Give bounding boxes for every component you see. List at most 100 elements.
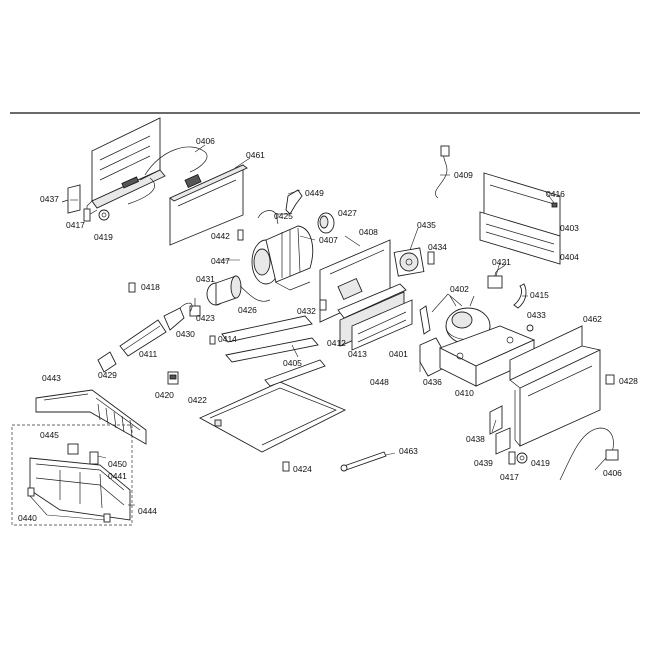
tray-strip-0405 — [221, 315, 313, 343]
part-0417-right — [508, 451, 516, 465]
side-panel-0462 — [509, 325, 601, 447]
rail-0405 — [264, 359, 326, 387]
label-0447: 0447 — [211, 256, 230, 266]
label-0432: 0432 — [297, 306, 316, 316]
label-0413: 0413 — [348, 349, 367, 359]
part-0419-right — [516, 452, 528, 464]
power-plug-0409 — [440, 145, 450, 157]
label-0419-right: 0419 — [531, 458, 550, 468]
fan-0435 — [393, 247, 425, 277]
tray-strip-0405-b — [225, 337, 319, 363]
label-0440: 0440 — [18, 513, 37, 523]
label-0444: 0444 — [138, 506, 157, 516]
part-0419-left — [98, 209, 110, 221]
label-0421: 0421 — [492, 257, 511, 267]
leader-lines — [29, 144, 607, 521]
part-0434 — [427, 251, 435, 265]
part-0423 — [189, 298, 201, 317]
label-0438: 0438 — [466, 434, 485, 444]
label-0411: 0411 — [139, 349, 158, 359]
label-0407: 0407 — [319, 235, 338, 245]
label-0427: 0427 — [338, 208, 357, 218]
cable-0406-right — [559, 427, 619, 481]
heater-0430 — [163, 302, 193, 331]
rear-panel-left — [86, 117, 166, 217]
grille-0444 — [29, 457, 131, 521]
part-0417-left — [83, 208, 91, 222]
label-0434: 0434 — [428, 242, 447, 252]
part-0416 — [551, 202, 558, 208]
label-0418: 0418 — [141, 282, 160, 292]
label-0439: 0439 — [474, 458, 493, 468]
part-0445 — [67, 443, 79, 455]
relay-0421 — [487, 261, 507, 289]
label-0409: 0409 — [454, 170, 473, 180]
part-0427 — [317, 212, 335, 234]
evaporator-0413 — [351, 299, 413, 351]
label-0405: 0405 — [283, 358, 302, 368]
wire-0406 — [127, 146, 208, 205]
label-0449: 0449 — [305, 188, 324, 198]
bracket-0439 — [495, 427, 511, 455]
part-0432 — [319, 299, 327, 311]
label-0412: 0412 — [327, 338, 346, 348]
grille-0443 — [35, 389, 147, 445]
part-0419-right-inner — [519, 455, 525, 461]
label-0461: 0461 — [246, 150, 265, 160]
part-0449 — [285, 189, 303, 215]
thermostat-0429 — [97, 351, 117, 373]
label-0448: 0448 — [370, 377, 389, 387]
power-cord-0409 — [434, 149, 448, 199]
label-0406-right: 0406 — [603, 468, 622, 478]
part-0418 — [128, 282, 136, 293]
label-0406-top: 0406 — [196, 136, 215, 146]
shaft-0463 — [340, 451, 387, 472]
fan-motor-0407 — [251, 225, 314, 291]
label-0450: 0450 — [108, 459, 127, 469]
part-0433 — [526, 324, 534, 332]
part-0425 — [257, 210, 279, 225]
label-0423: 0423 — [196, 313, 215, 323]
label-0442: 0442 — [211, 231, 230, 241]
grille-frame-box — [11, 424, 133, 526]
label-0415: 0415 — [530, 290, 549, 300]
label-0403: 0403 — [560, 223, 579, 233]
label-0408: 0408 — [359, 227, 378, 237]
part-0440-a — [27, 487, 35, 497]
label-0443: 0443 — [42, 373, 61, 383]
label-0402: 0402 — [450, 284, 469, 294]
label-0426: 0426 — [238, 305, 257, 315]
label-0410: 0410 — [455, 388, 474, 398]
part-0442 — [237, 229, 244, 241]
label-0436: 0436 — [423, 377, 442, 387]
part-labels: 0406 0461 0437 0417 0419 0449 0425 0427 … — [18, 136, 638, 523]
part-0419-left-inner — [101, 212, 107, 218]
part-0440-b — [103, 513, 111, 523]
label-0431: 0431 — [196, 274, 215, 284]
label-0401: 0401 — [389, 349, 408, 359]
label-0433: 0433 — [527, 310, 546, 320]
label-0429: 0429 — [98, 370, 117, 380]
panel-0404 — [479, 211, 561, 265]
label-0420: 0420 — [155, 390, 174, 400]
label-0445: 0445 — [40, 430, 59, 440]
part-0424 — [282, 461, 290, 472]
bracket-0426 — [239, 285, 271, 302]
base-pan-0422 — [198, 381, 347, 453]
part-0428 — [605, 374, 615, 385]
label-0430: 0430 — [176, 329, 195, 339]
label-0441: 0441 — [108, 471, 127, 481]
label-0437: 0437 — [40, 194, 59, 204]
tube-0415 — [513, 283, 527, 309]
label-0417-right: 0417 — [500, 472, 519, 482]
label-0462: 0462 — [583, 314, 602, 324]
label-0425: 0425 — [274, 211, 293, 221]
heater-tube-0411 — [119, 319, 167, 357]
label-0424: 0424 — [293, 464, 312, 474]
capacitor-0431 — [206, 275, 242, 306]
bracket-0437 — [61, 184, 81, 214]
label-0422: 0422 — [188, 395, 207, 405]
label-0414: 0414 — [218, 334, 237, 344]
label-0463: 0463 — [399, 446, 418, 456]
